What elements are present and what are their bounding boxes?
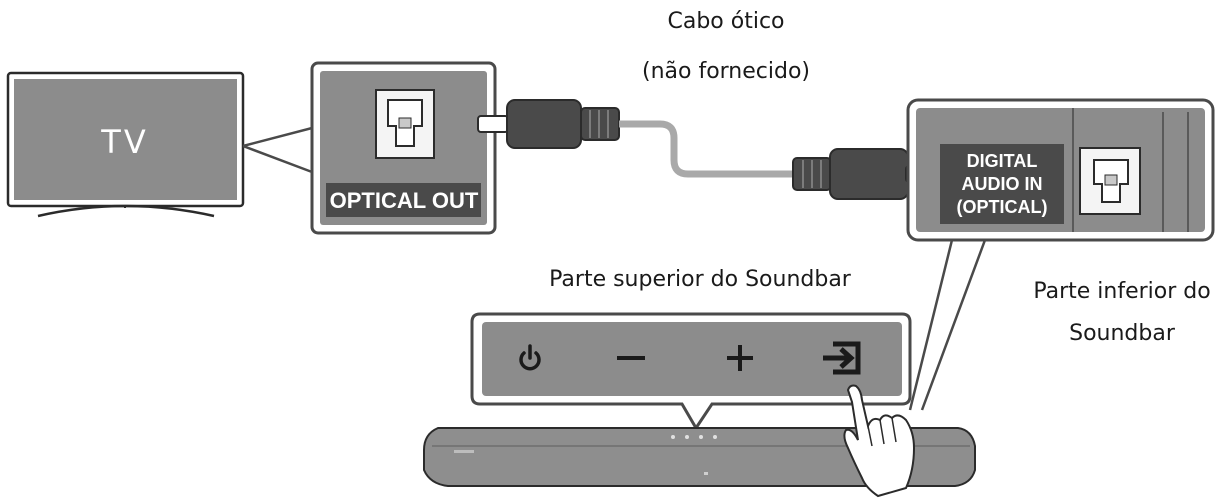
cable-line <box>619 120 795 178</box>
cable-caption-line2: (não fornecido) <box>642 59 810 84</box>
tv-set: TV <box>6 71 245 218</box>
plus-icon <box>727 345 753 371</box>
digital-audio-label-line3: (OPTICAL) <box>957 197 1048 217</box>
soundbar-logo-mark <box>454 450 474 453</box>
optical-out-panel: OPTICAL OUT <box>310 61 497 235</box>
soundbar-top-button-dot <box>713 435 717 439</box>
source-button[interactable] <box>823 341 861 375</box>
tv-label: TV <box>100 123 148 161</box>
soundbar-top-panel <box>470 312 912 431</box>
cable-plug-left-body <box>506 99 582 149</box>
tv-screen <box>14 79 237 200</box>
optical-port-icon <box>375 89 435 159</box>
digital-audio-label-line1: DIGITAL <box>967 151 1038 171</box>
top-soundbar-caption: Parte superior do Soundbar <box>549 267 852 292</box>
source-input-icon <box>823 341 861 375</box>
optical-port-icon <box>1079 147 1141 215</box>
soundbar-body <box>423 427 976 487</box>
cable-plug-right-body <box>829 148 909 200</box>
soundbar-top-button-dot <box>671 435 675 439</box>
power-button[interactable] <box>519 344 541 371</box>
tv-callout-pointer <box>242 126 313 174</box>
cable-plug-left-tip <box>477 115 509 133</box>
soundbar-top-button-dot <box>685 435 689 439</box>
power-icon <box>519 344 541 371</box>
bottom-soundbar-caption-line2: Soundbar <box>1069 321 1176 346</box>
digital-audio-in-panel: DIGITAL AUDIO IN (OPTICAL) <box>906 98 1215 242</box>
optical-cable <box>477 99 937 200</box>
cable-caption-line1: Cabo ótico <box>667 9 784 34</box>
bottom-callout-pointer <box>908 239 987 411</box>
bottom-soundbar-caption-line1: Parte inferior do <box>1033 279 1210 304</box>
soundbar-front-indicator <box>704 472 708 475</box>
digital-audio-label-line2: AUDIO IN <box>962 174 1043 194</box>
pointing-hand-icon <box>843 384 916 498</box>
soundbar-top-button-dot <box>699 435 703 439</box>
volume-up-button[interactable] <box>727 345 753 371</box>
optical-out-label: OPTICAL OUT <box>330 188 479 213</box>
